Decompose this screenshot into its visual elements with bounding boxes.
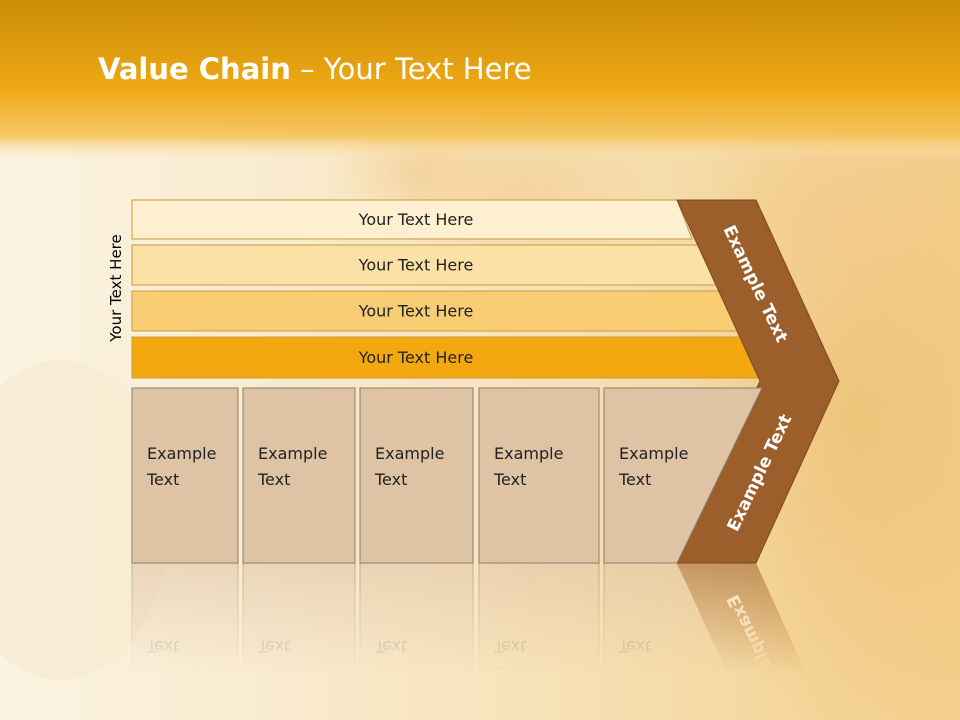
box-text-line2: Text — [257, 470, 290, 489]
box-reflection-line1: Example — [375, 663, 444, 682]
box-reflection-line2: Text — [493, 637, 526, 656]
box-reflection-line2: Text — [257, 637, 290, 656]
box-text-line2: Text — [374, 470, 407, 489]
box-reflection — [478, 562, 600, 720]
box-reflection-line2: Text — [146, 637, 179, 656]
chevron-reflection — [677, 563, 828, 720]
box-reflection-line1: Example — [147, 663, 216, 682]
box-text-line1: Example — [147, 444, 216, 463]
box-reflection-line1: Example — [619, 663, 688, 682]
box-reflection-line2: Text — [618, 637, 651, 656]
box-text-line1: Example — [494, 444, 563, 463]
row-label: Your Text Here — [358, 302, 474, 321]
activity-box — [603, 387, 763, 564]
box-reflection — [359, 562, 474, 720]
box-reflection-line2: Text — [374, 637, 407, 656]
activity-box — [478, 387, 600, 564]
activity-box — [359, 387, 474, 564]
box-text-line2: Text — [146, 470, 179, 489]
row-label: Your Text Here — [358, 256, 474, 275]
title-bold: Value Chain — [98, 52, 291, 86]
box-reflection-line1: Example — [494, 663, 563, 682]
row-label: Your Text Here — [358, 348, 474, 367]
box-reflection — [131, 562, 239, 720]
box-text-line2: Text — [618, 470, 651, 489]
activity-box — [242, 387, 356, 564]
box-text-line2: Text — [493, 470, 526, 489]
chevron-arrow — [676, 199, 840, 564]
row-label: Your Text Here — [358, 210, 474, 229]
box-reflection-line1: Example — [258, 663, 327, 682]
box-text-line1: Example — [258, 444, 327, 463]
box-text-line1: Example — [619, 444, 688, 463]
chain-row — [131, 199, 693, 240]
box-reflection — [242, 562, 356, 720]
box-text-line1: Example — [375, 444, 444, 463]
title-rest: – Your Text Here — [290, 52, 532, 86]
slide-title: Value Chain – Your Text Here — [98, 52, 532, 86]
activity-box — [131, 387, 239, 564]
